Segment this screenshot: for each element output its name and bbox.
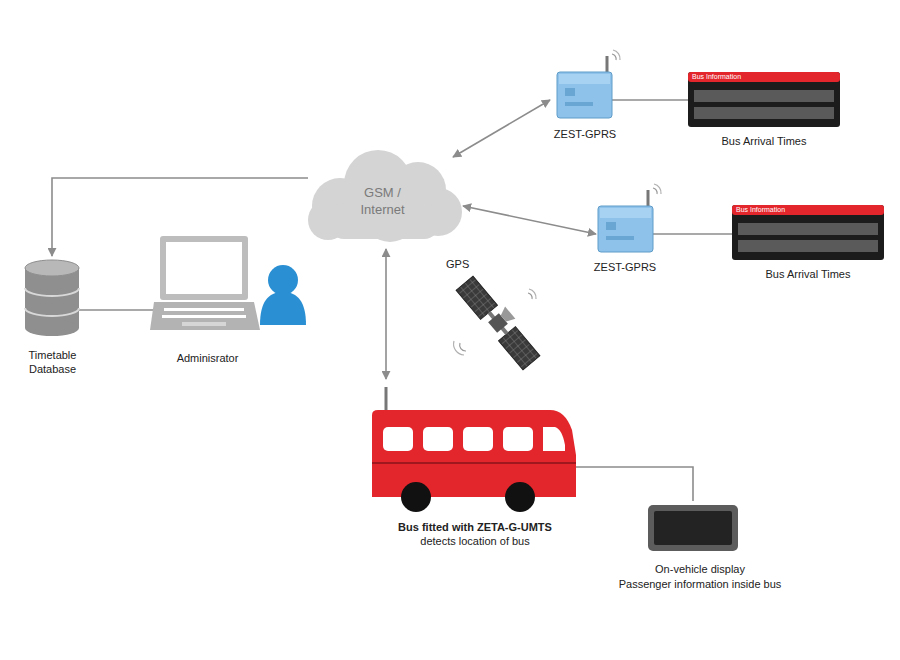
bus xyxy=(350,385,600,515)
diagram-node: On-vehicle displayPassenger information … xyxy=(600,503,800,593)
connector xyxy=(79,309,154,311)
gps-satellite xyxy=(440,255,545,370)
node-label: Bus Information xyxy=(692,70,741,84)
diagram-node: ZEST-GPRS xyxy=(580,200,670,278)
diagram-node: ZEST-GPRS xyxy=(540,66,630,146)
zest-gprs-device xyxy=(580,200,670,260)
node-label: Bus Information xyxy=(736,203,785,217)
node-label: Bus fitted with ZETA-G-UMTS xyxy=(350,520,600,534)
laptop xyxy=(150,232,265,342)
connector xyxy=(576,467,693,501)
diagram-node: Timetable Database xyxy=(9,258,96,378)
node-label: Timetable Database xyxy=(13,348,93,376)
node-label: Bus Arrival Times xyxy=(688,134,840,148)
database-cylinder xyxy=(10,258,95,338)
connector xyxy=(653,233,732,235)
diagram-node: GSM / Internet xyxy=(300,148,465,243)
node-label: detects location of bus xyxy=(350,534,600,548)
node-label: GSM / Internet xyxy=(346,184,420,218)
diagram-node: Bus InformationBus Arrival Times xyxy=(688,72,840,150)
connector xyxy=(385,249,387,379)
diagram-node: Adminisrator xyxy=(150,232,265,364)
node-label: GPS xyxy=(446,257,469,271)
node-label: Adminisrator xyxy=(150,351,265,365)
connector xyxy=(612,99,688,101)
node-label: ZEST-GPRS xyxy=(580,260,670,274)
arrival-display xyxy=(732,205,884,261)
node-label: Passenger information inside bus xyxy=(600,577,800,591)
node-label: Bus Arrival Times xyxy=(732,267,884,281)
diagram-node: Bus fitted with ZETA-G-UMTSdetects locat… xyxy=(350,385,600,550)
connector xyxy=(453,100,550,157)
on-vehicle-screen xyxy=(600,503,800,555)
diagram-node: Bus InformationBus Arrival Times xyxy=(732,205,884,283)
node-label: On-vehicle display xyxy=(600,562,800,576)
connector xyxy=(463,206,596,234)
node-label: ZEST-GPRS xyxy=(540,127,630,141)
diagram-node: GPS xyxy=(440,255,545,370)
arrival-display xyxy=(688,72,840,128)
person-icon xyxy=(260,265,306,325)
zest-gprs-device xyxy=(540,66,630,126)
